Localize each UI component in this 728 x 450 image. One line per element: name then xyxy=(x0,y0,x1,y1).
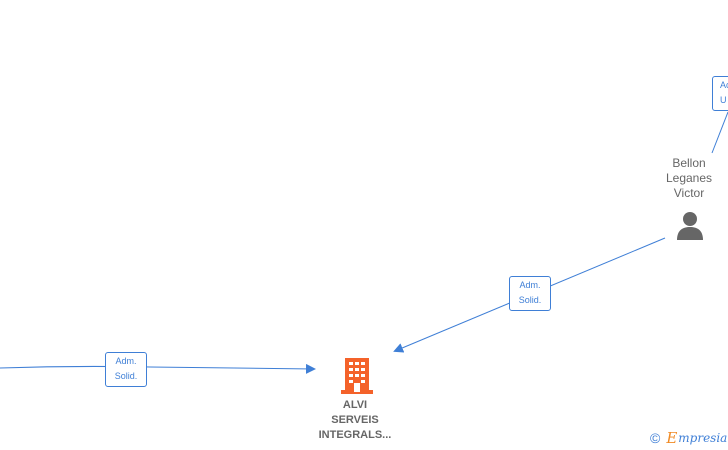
edge-label-left[interactable]: Adm. Solid. xyxy=(105,352,147,387)
edge-label-middle-line2: Solid. xyxy=(518,295,542,305)
edge-label-topright-line2: U xyxy=(720,95,727,105)
copyright-icon: © xyxy=(650,430,661,446)
brand-logo-initial: E xyxy=(666,429,678,447)
edge-label-left-line1: Adm. xyxy=(115,356,137,366)
company-name-line1: ALVI xyxy=(342,399,368,411)
brand-logo-text: mpresia xyxy=(678,431,728,445)
edge-left-to-company xyxy=(0,363,316,374)
person-name[interactable]: Bellon Leganes Victor xyxy=(650,156,728,201)
building-icon[interactable] xyxy=(341,358,373,394)
company-name[interactable]: ALVI SERVEIS INTEGRALS... xyxy=(300,398,410,443)
edge-label-middle[interactable]: Adm. Solid. xyxy=(509,276,551,311)
edge-label-topright[interactable]: Ac U xyxy=(712,76,728,111)
edge-label-middle-line1: Adm. xyxy=(519,280,541,290)
person-icon[interactable] xyxy=(675,210,705,240)
company-name-line2: SERVEIS xyxy=(331,414,379,426)
person-name-line1: Bellon xyxy=(672,156,706,170)
brand-watermark: © E mpresia xyxy=(650,428,727,448)
edge-label-left-line2: Solid. xyxy=(114,371,138,381)
company-name-line3: INTEGRALS... xyxy=(318,429,392,441)
person-name-line2: Leganes xyxy=(665,171,713,185)
edge-label-topright-line1: Ac xyxy=(720,80,728,90)
edge-topright-to-person xyxy=(711,111,728,154)
person-name-line3: Victor xyxy=(673,186,705,200)
